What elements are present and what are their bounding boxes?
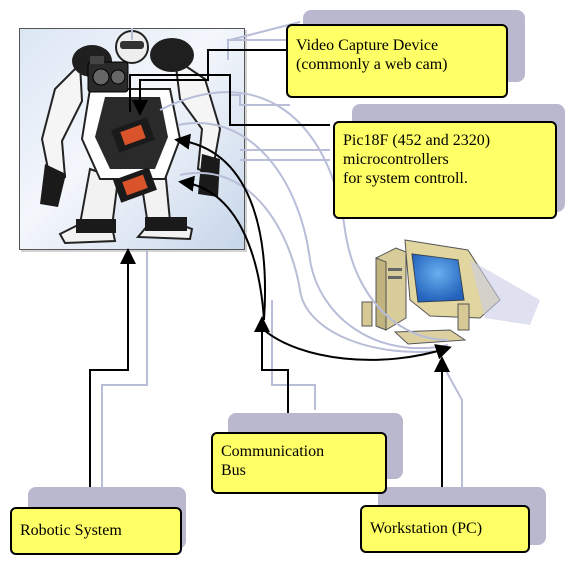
microcontrollers-label: Pic18F (452 and 2320) microcontrollers f…: [333, 121, 557, 219]
robot-image: [40, 30, 222, 245]
robotic-system-label: Robotic System: [10, 507, 182, 555]
communication-bus-label: Communication Bus: [211, 432, 387, 494]
workstation-label: Workstation (PC): [360, 505, 530, 553]
video-capture-label: Video Capture Device (commonly a web cam…: [286, 24, 508, 98]
